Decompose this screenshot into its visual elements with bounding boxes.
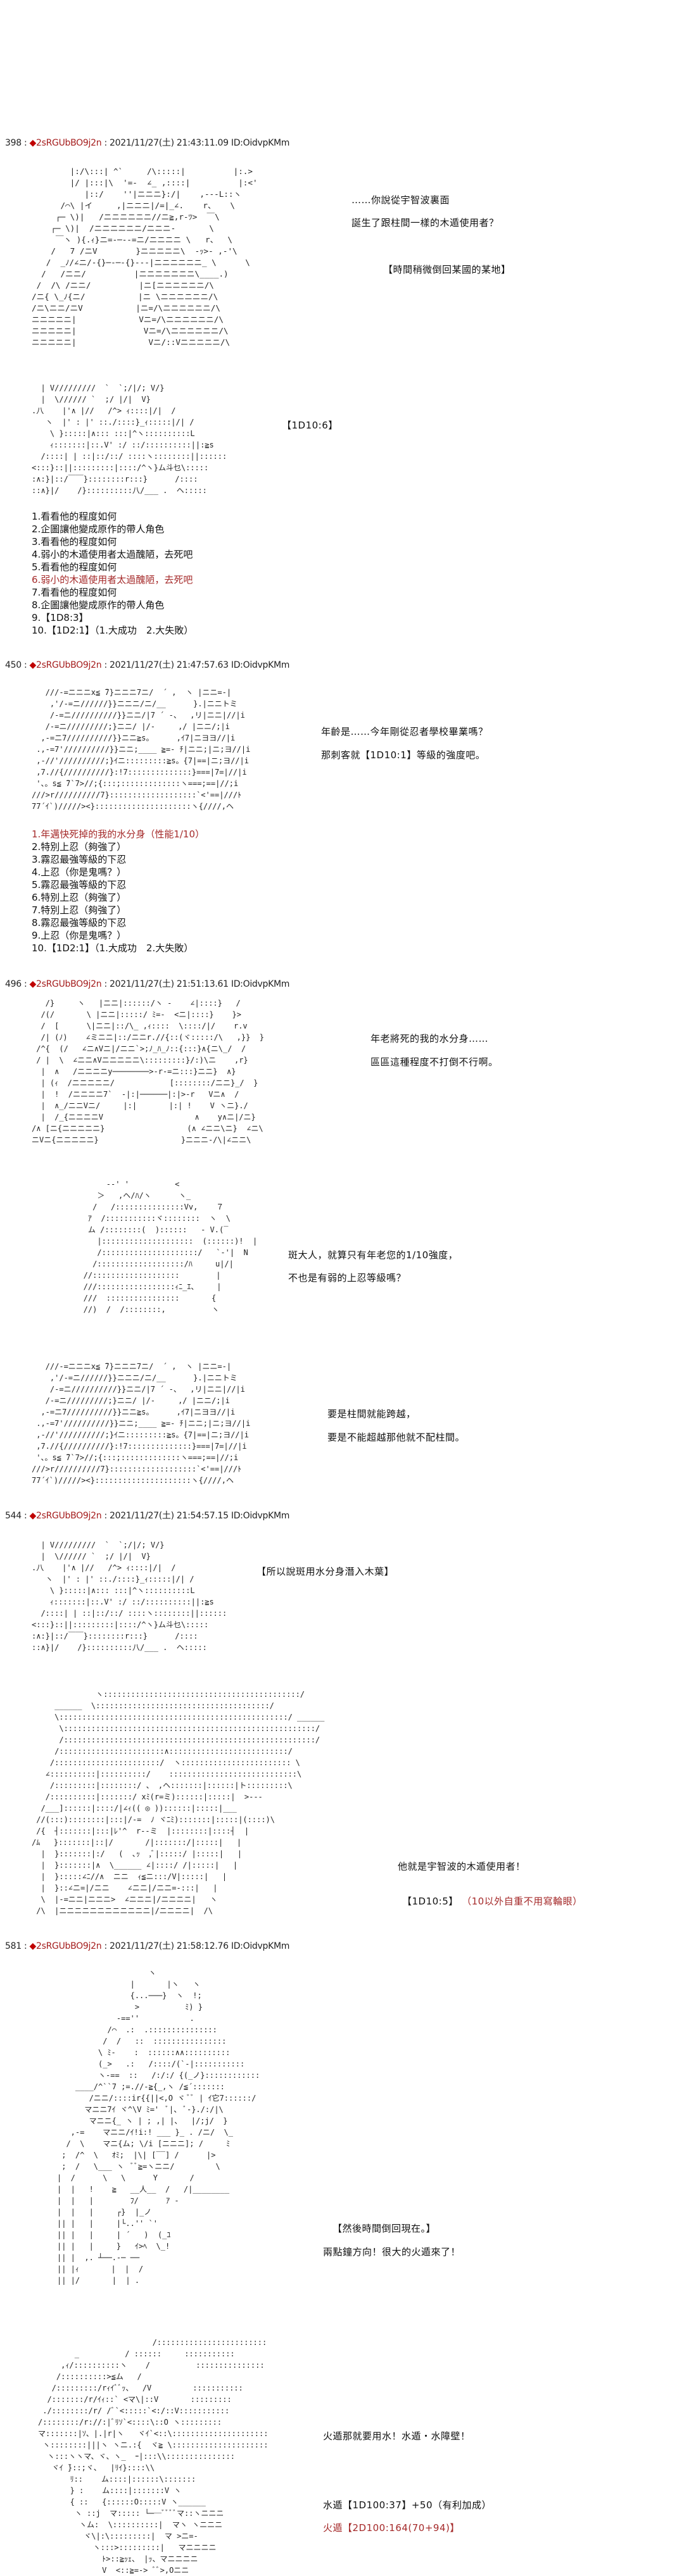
choice-item: 10.【1D2:1】（1.大成功 2.大失敗） (32, 625, 194, 636)
post-number: 398 (5, 138, 22, 148)
choice-item: 5.看看他的程度如何 (32, 561, 117, 573)
post-header-544: 544 : ◆2sRGUbBO9j2n : 2021/11/27(土) 21:5… (5, 1509, 289, 1522)
choice-item: 5.霧忍最強等級的下忍 (32, 879, 127, 891)
dialogue-line: 年齡是……今年剛從忍者學校畢業嗎？ (321, 726, 488, 737)
post-date-id: : 2021/11/27(土) 21:47:57.63 ID:OidvpKMm (101, 660, 290, 670)
dialogue-line: 不也是有弱的上忍等級嗎？ (288, 1272, 407, 1284)
choice-item: 8.霧忍最強等級的下忍 (32, 917, 127, 928)
choice-item: 8.企圖讓他變成原作的帶人角色 (32, 599, 165, 611)
dialogue-line: 他就是宇智波的木遁使用者！ (398, 1861, 526, 1872)
ascii-art-581-b: /:::::::::::::::::::::::: _ / :::::: :::… (38, 2338, 269, 2575)
separator: : (21, 979, 30, 989)
ascii-art-398-a: |:/\:::| ^` /\:::::| |:.> |/ |:::|\ '=- … (32, 167, 258, 347)
choice-item: 7.看看他的程度如何 (32, 587, 117, 598)
choice-list-398: 1.看看他的程度如何 2.企圖讓他變成原作的帶人角色 3.看看他的程度如何 4.… (32, 510, 193, 637)
choice-item: 4.弱小的木遁使用者太過醜陋，去死吧 (32, 549, 193, 560)
choice-item: 2.特別上忍（夠強了） (32, 841, 127, 853)
tripcode-link[interactable]: 2sRGUbBO9j2n (36, 660, 102, 670)
ascii-art-496-b: -‐' ' < ＞ ,ヘ/ﾊ/ヽ ヽ_ / /:::::::::::::::Vv… (83, 1180, 258, 1314)
ascii-art-581-a: ヽ | |ヽ ヽ {...───} ヽ !; > ﾐ) } -=='' . /⌒… (57, 1968, 260, 2285)
post-header-398: 398 : ◆2sRGUbBO9j2n : 2021/11/27(土) 21:4… (5, 136, 289, 149)
ascii-art-544-a: | V///////// ` `;/|/; V/} | \////// ` ;/… (32, 1541, 227, 1652)
choice-list-450: 1.年邁快死掉的我的水分身（性能1/10） 2.特別上忍（夠強了） 3.霧忍最強… (32, 828, 205, 954)
post-number: 496 (5, 979, 22, 989)
post-number: 544 (5, 1511, 22, 1521)
dialogue-line: 誕生了跟柱間一樣的木遁使用者？ (352, 217, 499, 228)
tripcode-link[interactable]: 2sRGUbBO9j2n (36, 1941, 102, 1951)
diamond-icon: ◆ (29, 660, 37, 670)
post-header-581: 581 : ◆2sRGUbBO9j2n : 2021/11/27(土) 21:5… (5, 1939, 289, 1952)
post-date-id: : 2021/11/27(土) 21:58:12.76 ID:OidvpKMm (101, 1941, 290, 1951)
tripcode-link[interactable]: 2sRGUbBO9j2n (36, 1511, 102, 1521)
dice-roll-highlight: 火遁【2D100:164(70+94)】 (323, 2522, 460, 2534)
narration-line: 【然後時間倒回現在。】 (332, 2223, 436, 2234)
dialogue-line: 那刺客就【1D10:1】等級的強度吧。 (321, 749, 486, 761)
dialogue-line: 要是柱間就能跨越， (327, 1408, 416, 1420)
diamond-icon: ◆ (29, 1941, 37, 1951)
dialogue-line: 年老將死的我的水分身…… (370, 1033, 489, 1044)
roll-note: （10以外自重不用寫輪眼） (462, 1896, 583, 1907)
ascii-art-398-b: | V///////// ` `;/|/; V/} | \////// ` ;/… (32, 384, 227, 495)
narration-line: 【時間稍微倒回某國的某地】 (383, 264, 511, 275)
post-date-id: : 2021/11/27(土) 21:43:11.09 ID:OidvpKMm (101, 138, 290, 148)
separator: : (21, 138, 30, 148)
separator: : (21, 1511, 30, 1521)
choice-item: 9.【1D8:3】 (32, 612, 89, 623)
choice-item-selected: 1.年邁快死掉的我的水分身（性能1/10） (32, 828, 205, 840)
post-header-450: 450 : ◆2sRGUbBO9j2n : 2021/11/27(土) 21:4… (5, 658, 289, 671)
ascii-art-496-c: ///-=ニニニx≦ ̄7}ニニニ7ニ/ ´ , ヽ |ニニ=-| ,'/-=ニ… (32, 1362, 251, 1485)
choice-item: 10.【1D2:1】（1.大成功 2.大失敗） (32, 942, 194, 954)
choice-item-selected: 6.弱小的木遁使用者太過醜陋，去死吧 (32, 574, 193, 585)
separator: : (21, 1941, 30, 1951)
post-date-id: : 2021/11/27(土) 21:51:13.61 ID:OidvpKMm (101, 979, 290, 989)
separator: : (21, 660, 30, 670)
dice-roll: 【1D10:5】 (402, 1896, 459, 1907)
dialogue-line: 兩點鐘方向！很大的火遁來了！ (323, 2246, 461, 2258)
ascii-art-496-a: /} ヽ |ニニ|::::::/ヽ - ∠|::::} / /(/ \ |ニニ|… (32, 999, 264, 1144)
choice-item: 1.看看他的程度如何 (32, 511, 117, 522)
dialogue-line: 斑大人，就算只有年老您的1/10強度， (288, 1249, 459, 1261)
dialogue-line: 火遁那就要用水！水遁・水障壁！ (323, 2430, 471, 2442)
dice-roll: 水遁【1D100:37】+50（有利加成） (323, 2499, 492, 2511)
post-number: 450 (5, 660, 22, 670)
choice-item: 6.特別上忍（夠強了） (32, 892, 127, 903)
choice-item: 3.看看他的程度如何 (32, 536, 117, 547)
ascii-art-450: ///-=ニニニx≦ ̄7}ニニニ7ニ/ ´ , ヽ |ニニ=-| ,'/-=ニ… (32, 688, 251, 811)
narration-line: 【所以說斑用水分身潛入木葉】 (256, 1566, 395, 1577)
choice-item: 7.特別上忍（夠強了） (32, 904, 127, 916)
choice-item: 4.上忍（你是鬼嗎？） (32, 866, 127, 878)
tripcode-link[interactable]: 2sRGUbBO9j2n (36, 138, 102, 148)
diamond-icon: ◆ (29, 1511, 37, 1521)
diamond-icon: ◆ (29, 979, 37, 989)
dice-roll-line: 【1D10:5】 （10以外自重不用寫輪眼） (402, 1894, 583, 1908)
choice-item: 3.霧忍最強等級的下忍 (32, 854, 127, 865)
post-date-id: : 2021/11/27(土) 21:54:57.15 ID:OidvpKMm (101, 1511, 290, 1521)
dialogue-line: 要是不能超越那他就不配柱間。 (327, 1432, 466, 1443)
ascii-art-544-b: ヽ:::::::::::::::::::::::::::::::::::::::… (32, 1690, 325, 1915)
tripcode-link[interactable]: 2sRGUbBO9j2n (36, 979, 102, 989)
dice-roll: 【1D10:6】 (282, 420, 338, 431)
post-number: 581 (5, 1941, 22, 1951)
diamond-icon: ◆ (29, 138, 37, 148)
post-header-496: 496 : ◆2sRGUbBO9j2n : 2021/11/27(土) 21:5… (5, 977, 289, 990)
dialogue-line: ……你說從宇智波裏面 (352, 194, 450, 206)
choice-item: 9.上忍（你是鬼嗎？） (32, 930, 127, 941)
choice-item: 2.企圖讓他變成原作的帶人角色 (32, 523, 165, 535)
dialogue-line: 區區這種程度不打倒不行啊。 (370, 1056, 498, 1068)
